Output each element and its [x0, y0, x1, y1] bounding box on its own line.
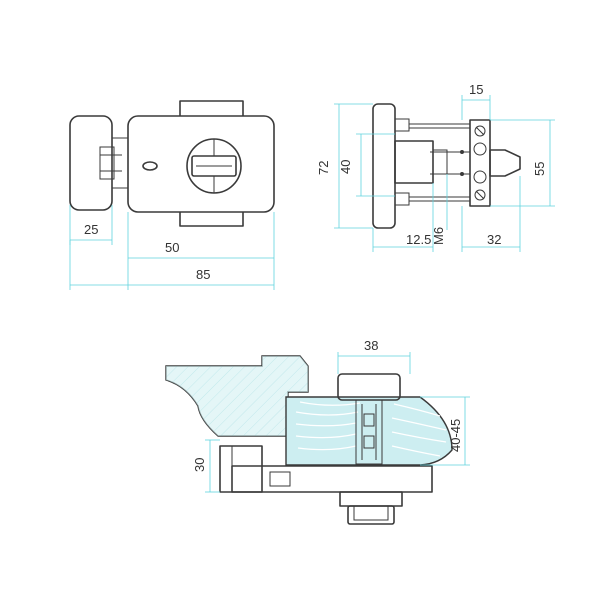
dim-50: 50: [165, 240, 179, 255]
dim-38: 38: [364, 338, 378, 353]
dim-40: 40: [338, 160, 353, 174]
side-view: [372, 103, 521, 229]
installation-view: [165, 355, 453, 525]
dim-12-5: 12.5: [406, 232, 431, 247]
dim-25: 25: [84, 222, 98, 237]
dim-40-45: 40-45: [448, 419, 463, 452]
front-view: [69, 100, 275, 227]
front-view-dimensions: 25 50 85: [69, 205, 275, 290]
side-view-dimensions: 15 72 40 55 12.5 M6 32: [316, 82, 555, 252]
installation-view-dimensions: 38 40-45 30: [192, 338, 470, 493]
dim-30: 30: [192, 458, 207, 472]
dim-85: 85: [196, 267, 210, 282]
dim-32: 32: [487, 232, 501, 247]
door-leaf: [285, 396, 453, 466]
dim-m6: M6: [431, 227, 446, 245]
dim-72: 72: [316, 161, 331, 175]
dim-15: 15: [469, 82, 483, 97]
dim-55: 55: [532, 162, 547, 176]
